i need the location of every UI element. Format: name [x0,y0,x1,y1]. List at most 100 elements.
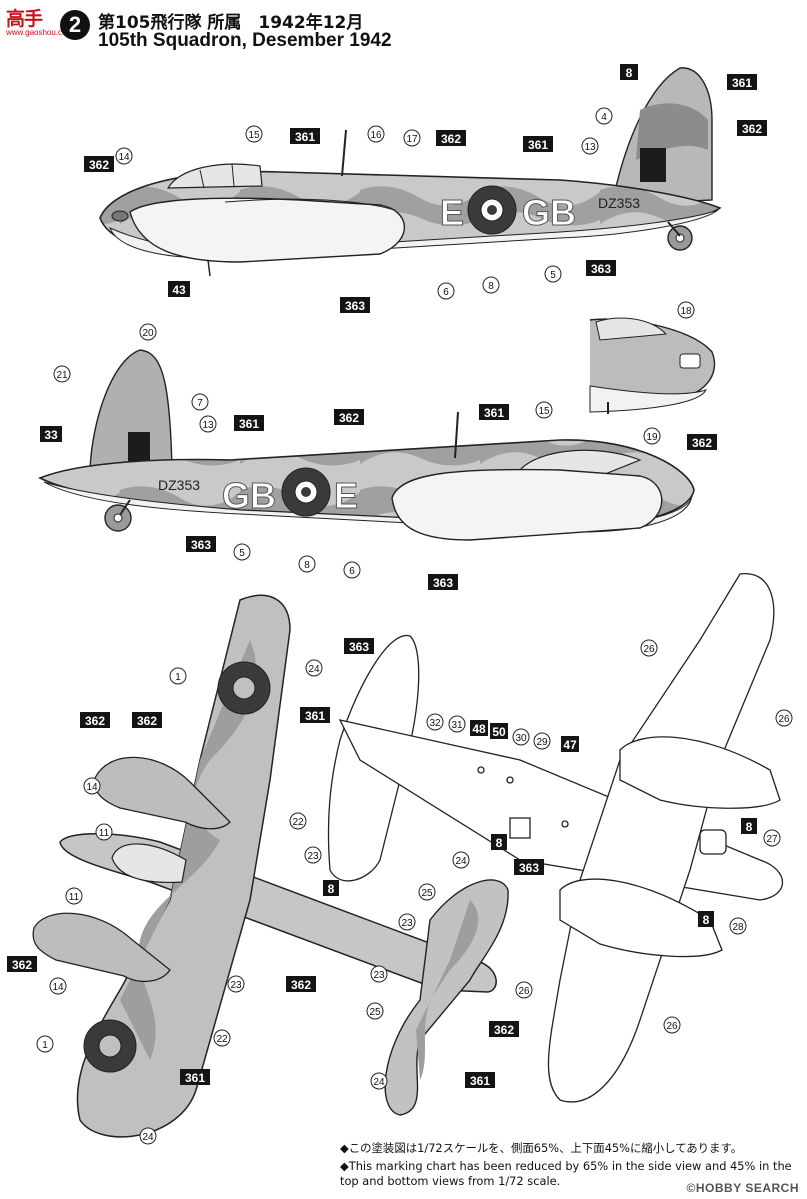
callout-number: 1 [42,1040,48,1051]
callout-number: 24 [373,1077,385,1088]
watermark-url: www.gaoshou.com [6,28,74,37]
callout-number: 26 [778,714,790,725]
code-box: 362 [12,958,32,972]
callout-number: 23 [230,980,242,991]
code-box: 33 [44,428,58,442]
code-box: 8 [703,913,710,927]
code-box: 47 [563,738,577,752]
scale-note-japanese: ◆この塗装図は1/72スケールを、側面65%、上下面45%に縮小してあります。 [340,1141,743,1155]
top-view-callouts: 362 362 361 8 362 362 361 362 361 1 24 1… [7,659,519,1145]
top-view [32,594,509,1138]
side-view-upper: E GB DZ353 [99,67,722,277]
code-box: 8 [626,66,633,80]
code-box: 362 [742,122,762,136]
code-box: 363 [591,262,611,276]
code-box: 362 [494,1023,514,1037]
callout-number: 25 [421,888,433,899]
code-box: 50 [492,725,506,739]
code-box: 361 [239,417,259,431]
code-box: 361 [528,138,548,152]
callout-number: 17 [406,134,418,145]
callout-number: 26 [666,1021,678,1032]
callout-number: 14 [118,152,130,163]
code-box: 43 [172,283,186,297]
scale-note-english: ◆This marking chart has been reduced by … [340,1159,792,1188]
callout-number: 25 [369,1007,381,1018]
callout-number: 5 [239,548,245,559]
fin-flash-lower [128,432,150,468]
code-letters-gb-lower: GB [222,475,276,516]
callout-number: 23 [373,970,385,981]
callout-number: 1 [175,672,181,683]
code-box: 363 [433,576,453,590]
side-upper-callouts: 8 361 362 361 362 361 362 363 43 363 14 … [84,64,767,313]
code-letter-e: E [440,192,464,233]
callout-number: 30 [515,733,527,744]
code-box: 361 [732,76,752,90]
callout-number: 24 [455,856,467,867]
callout-number: 14 [86,782,98,793]
callout-number: 20 [142,328,154,339]
callout-number: 13 [584,142,596,153]
bottom-view-callouts: 363 48 50 47 8 363 8 8 32 31 30 29 26 26… [344,638,793,1034]
fin-flash [640,148,666,182]
callout-number: 8 [304,560,310,571]
callout-number: 23 [401,918,413,929]
watermark-title: 高手 [6,8,43,30]
code-box: 362 [85,714,105,728]
callout-number: 15 [248,130,260,141]
code-box: 362 [137,714,157,728]
callout-number: 6 [443,287,449,298]
side-lower-callouts: 33 361 362 361 362 363 363 20 21 7 13 15… [40,301,717,590]
callout-number: 19 [646,432,658,443]
code-box: 363 [349,640,369,654]
callout-number: 27 [766,834,778,845]
code-box: 8 [496,836,503,850]
title-japanese: 第105飛行隊 所属 1942年12月 [98,13,364,33]
callout-number: 11 [99,828,110,839]
code-box: 362 [339,411,359,425]
callout-number: 26 [643,644,655,655]
callout-number: 11 [69,892,80,903]
code-box: 361 [305,709,325,723]
callout-number: 5 [550,270,556,281]
title-english: 105th Squadron, Desember 1942 [98,30,392,51]
code-box: 362 [89,158,109,172]
code-box: 361 [484,406,504,420]
callout-number: 13 [202,420,214,431]
callout-number: 8 [488,281,494,292]
code-box: 361 [185,1071,205,1085]
callout-number: 14 [52,982,64,993]
callout-number: 31 [451,720,463,731]
callout-number: 26 [518,986,530,997]
callout-number: 24 [308,664,320,675]
serial-lower: DZ353 [158,477,200,493]
code-box: 361 [295,130,315,144]
callout-number: 15 [538,406,550,417]
code-letters-gb: GB [522,192,576,233]
callout-number: 22 [292,817,304,828]
callout-number: 24 [142,1132,154,1143]
code-letter-e-lower: E [334,475,358,516]
callout-number: 18 [680,306,692,317]
code-box: 362 [692,436,712,450]
scheme-number-badge: 2 [60,10,90,40]
code-box: 8 [746,820,753,834]
hobby-search-logo: ©HOBBY SEARCH [686,1181,799,1195]
code-box: 48 [472,722,486,736]
callout-number: 16 [370,130,382,141]
code-box: 363 [191,538,211,552]
callout-number: 6 [349,566,355,577]
callout-number: 32 [429,718,441,729]
code-box: 8 [328,882,335,896]
callout-number: 23 [307,851,319,862]
side-view-lower: GB E DZ353 [38,317,716,541]
watermark-logo: 高手 www.gaoshou.com [4,4,74,38]
callout-number: 21 [56,370,68,381]
code-box: 363 [519,861,539,875]
bottom-view [327,573,784,1103]
code-box: 362 [441,132,461,146]
callout-number: 28 [732,922,744,933]
